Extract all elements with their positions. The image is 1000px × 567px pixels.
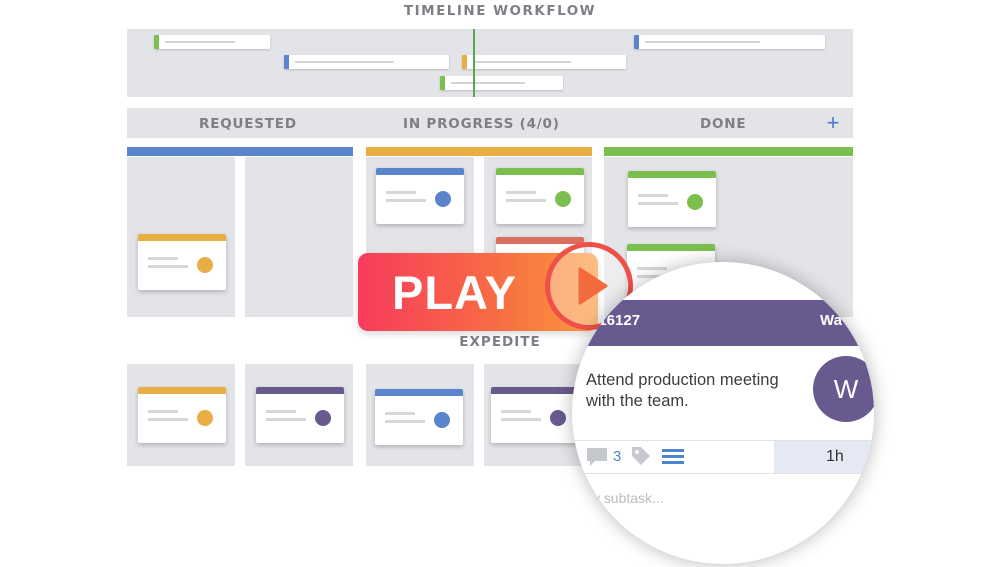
time-estimate-value: 1h — [826, 448, 844, 465]
avatar — [435, 191, 451, 207]
task-card[interactable] — [138, 387, 226, 443]
card-title-line — [385, 412, 415, 415]
card-detail-owner: Wa — [820, 312, 842, 329]
card-color-bar — [628, 171, 716, 178]
card-detail-title[interactable]: Attend production meeting with the team. — [586, 371, 779, 410]
card-title-line — [638, 202, 678, 205]
card-title-line — [148, 410, 178, 413]
timeline-panel[interactable] — [127, 29, 853, 97]
avatar — [550, 410, 566, 426]
column-title-done: DONE — [700, 116, 747, 132]
column-stripe-done — [604, 147, 853, 156]
time-estimate-field[interactable]: 1h — [774, 441, 874, 473]
timeline-bar-color — [634, 35, 639, 49]
comment-icon[interactable] — [586, 447, 608, 467]
task-card[interactable] — [138, 234, 226, 290]
timeline-bar[interactable] — [634, 35, 825, 49]
lane-requested-2[interactable] — [245, 157, 353, 317]
timeline-bar[interactable] — [440, 76, 563, 90]
card-detail-toolbar — [572, 440, 874, 474]
task-card[interactable] — [375, 389, 463, 445]
timeline-bar-color — [284, 55, 289, 69]
card-title-line — [385, 420, 425, 423]
play-button-label: PLAY — [392, 266, 518, 319]
card-title-line — [148, 418, 188, 421]
avatar — [555, 191, 571, 207]
column-stripe-requested — [127, 147, 353, 156]
card-color-bar — [256, 387, 344, 394]
tag-icon[interactable] — [630, 445, 652, 467]
card-color-bar — [138, 387, 226, 394]
card-color-bar — [491, 387, 579, 394]
card-color-bar — [138, 234, 226, 241]
column-stripe-in-progress — [366, 147, 592, 156]
column-title-requested: REQUESTED — [199, 116, 297, 132]
card-title-line — [266, 410, 296, 413]
add-column-button[interactable]: + — [826, 110, 840, 135]
avatar — [687, 194, 703, 210]
timeline-bar-text — [451, 82, 525, 84]
play-triangle-icon — [578, 267, 608, 305]
timeline-bar[interactable] — [154, 35, 270, 49]
comment-count: 3 — [613, 448, 622, 465]
card-title-line — [637, 267, 667, 270]
card-title-line — [506, 199, 546, 202]
new-subtask-input[interactable]: ew subtask... — [582, 490, 664, 506]
timeline-bar-color — [462, 55, 467, 69]
card-title-line — [501, 418, 541, 421]
board-header: REQUESTED IN PROGRESS (4/0) DONE + — [127, 108, 853, 138]
task-card[interactable] — [496, 168, 584, 224]
card-title-line — [386, 199, 426, 202]
card-detail-header — [572, 300, 874, 346]
timeline-bar-color — [440, 76, 445, 90]
card-color-bar — [627, 244, 715, 251]
timeline-current-marker — [473, 29, 475, 97]
card-color-bar — [376, 168, 464, 175]
timeline-title: TIMELINE WORKFLOW — [403, 3, 597, 19]
card-title-line — [148, 265, 188, 268]
avatar — [434, 412, 450, 428]
card-title-line — [501, 410, 531, 413]
timeline-bar[interactable] — [284, 55, 449, 69]
card-title-line — [506, 191, 536, 194]
menu-lines-icon[interactable] — [662, 448, 684, 464]
avatar[interactable]: W — [813, 356, 874, 422]
timeline-bar-text — [645, 41, 760, 43]
timeline-bar[interactable] — [462, 55, 626, 69]
card-title-line — [266, 418, 306, 421]
card-color-bar — [375, 389, 463, 396]
card-title-line — [148, 257, 178, 260]
timeline-bar-color — [154, 35, 159, 49]
task-card[interactable] — [376, 168, 464, 224]
card-color-bar — [496, 237, 584, 244]
avatar — [197, 257, 213, 273]
timeline-bar-text — [165, 41, 235, 43]
task-card[interactable] — [491, 387, 579, 443]
card-color-bar — [496, 168, 584, 175]
column-title-in-progress: IN PROGRESS (4/0) — [403, 116, 560, 132]
card-title-line — [638, 194, 668, 197]
avatar — [315, 410, 331, 426]
avatar — [197, 410, 213, 426]
task-card[interactable] — [256, 387, 344, 443]
task-card[interactable] — [628, 171, 716, 227]
timeline-bar-text — [473, 61, 572, 63]
card-title-line — [386, 191, 416, 194]
timeline-bar-text — [295, 61, 394, 63]
card-detail-id: 216127 — [590, 312, 641, 329]
card-detail-magnifier[interactable]: 216127 Wa Attend production meeting with… — [572, 262, 874, 564]
swimlane-title-expedite: EXPEDITE — [459, 334, 541, 350]
